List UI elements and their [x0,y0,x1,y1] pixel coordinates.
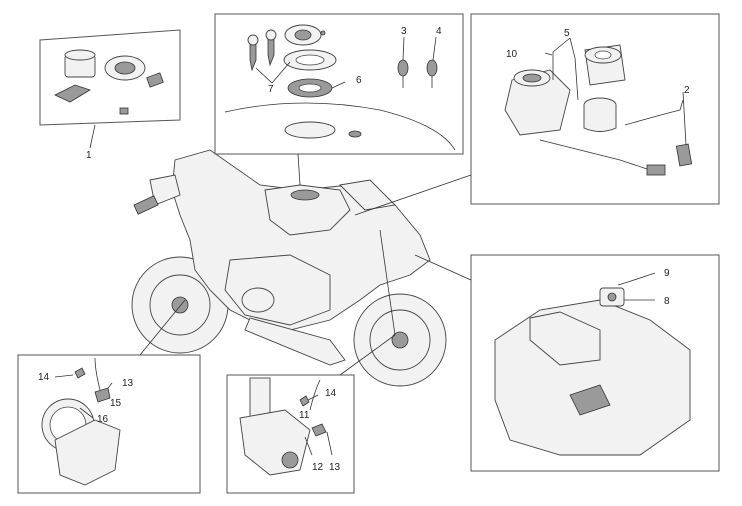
callout-14-rear: 14 [38,372,50,383]
callout-13-rear: 13 [122,378,134,389]
lock-body [504,69,571,136]
motorcycle-illustration [131,149,447,387]
callout-8: 8 [664,296,670,307]
fuel-cap-box [214,13,464,186]
bracket [54,419,121,486]
callout-9: 9 [664,268,670,279]
windscreen [339,179,396,211]
key-3 [397,59,409,77]
callout-labels: 1 2 3 4 5 6 7 8 9 10 11 12 13 13 14 14 1… [38,26,690,473]
callout-3: 3 [401,26,407,37]
callout-15: 15 [110,398,122,409]
key-4 [426,59,438,77]
tank-cap [290,189,320,201]
ignition-key [54,84,91,103]
callout-16: 16 [97,414,109,425]
callout-12: 12 [312,462,324,473]
callout-2: 2 [684,85,690,96]
sensor-11 [311,423,327,437]
callout-6: 6 [356,75,362,86]
callout-14-front: 14 [325,388,337,399]
fuel-tank [264,184,351,236]
callout-11: 11 [299,410,310,421]
bracket-box [414,254,720,472]
rear-sensor-box [17,299,201,494]
fork-leg [249,377,271,419]
exhaust [244,317,346,366]
ignition-lock-set-box [39,29,181,149]
steering-lock-box [354,13,720,216]
callout-7: 7 [268,84,274,95]
sensor-15 [94,387,111,403]
callout-5: 5 [564,28,570,39]
callout-4: 4 [436,26,442,37]
callout-1: 1 [86,150,92,161]
callout-10: 10 [506,49,518,60]
callout-13-front: 13 [329,462,341,473]
front-sensor-box [226,334,396,494]
